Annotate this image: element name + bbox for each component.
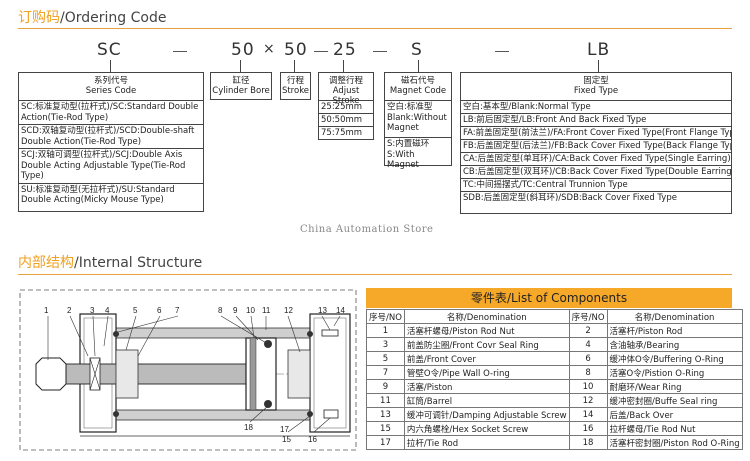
callout-17: 17 [280,425,289,434]
callout-8: 8 [218,306,223,315]
barrel-top [113,327,315,339]
pipe-wall-o-ring [113,411,119,417]
code-bore: 50 [231,40,255,60]
adjust-item: 25:25mm [319,100,373,113]
magnet-code-box: 磁石代号 Magnet Code 空白:标准型 Blank:Without Ma… [384,72,452,170]
fixed-item: SDB:后盖固定型(斜耳环)/SDB:Back Cover Fixed Type [461,191,731,204]
fixed-item: 空白:基本型/Blank:Normal Type [461,100,731,113]
buffer-body-front [115,349,139,399]
pipe-wall-o-ring [113,331,119,337]
piston-o-ring [264,400,272,408]
callout-1: 1 [44,306,49,315]
code-dash [314,51,328,52]
code-magnet: S [411,40,423,60]
cylinder-cross-section-diagram: 1 2 3 4 5 6 7 8 9 10 11 12 13 14 15 16 1… [19,289,357,451]
barrel-bottom [113,409,315,421]
connector [110,60,111,72]
code-dash [173,51,187,52]
series-item: SCD:双轴复动型(拉杆式)/SCD:Double-shaft Double A… [19,124,203,148]
magnet-item: S:内置磁环 S:With Magnet [385,137,451,172]
title-underline [18,28,732,29]
col-header-no: 序号/NO [568,309,608,324]
connector [418,60,419,72]
code-times: × [263,41,276,57]
callout-14: 14 [336,306,345,315]
buffer-body-back [287,349,311,399]
watermark: China Automation Store [300,224,434,235]
callout-leaders [47,315,341,433]
callout-15: 15 [282,435,291,444]
callout-3: 3 [90,306,95,315]
fixed-item: FA:前盖固定型(前法兰)/FA:Front Cover Fixed Type(… [461,126,731,138]
fixed-item: CB:后盖固定型(双耳环)/CB:Back Cover Fixed Type(D… [461,165,731,177]
table-header-row: 序号/NO 名称/Denomination 序号/NO 名称/Denominat… [366,309,743,324]
internal-structure-title: 内部结构/Internal Structure [18,255,203,271]
callout-4: 4 [105,306,110,315]
connector [240,60,241,72]
series-item: SCJ:双轴可调型(拉杆式)/SCJ:Double Axis Double Ac… [19,148,203,183]
code-stroke: 50 [284,40,308,60]
hex-screw [323,409,339,419]
callout-9: 9 [233,306,238,315]
magnet-item: 空白:标准型 Blank:Without Magnet [385,100,451,137]
series-item: SC:标准复动型(拉杆式)/SC:Standard Double Action(… [19,100,203,124]
series-code-box: 系列代号 Series Code SC:标准复动型(拉杆式)/SC:Standa… [18,72,204,212]
callout-7: 7 [175,306,180,315]
callout-2: 2 [67,306,72,315]
fixed-item: LB:前后固定型/LB:Front And Back Fixed Type [461,113,731,126]
code-adjust: 25 [333,40,357,60]
callout-10: 10 [246,306,255,315]
callout-5: 5 [133,306,138,315]
components-table: 序号/NO 名称/Denomination 序号/NO 名称/Denominat… [366,309,743,450]
fixed-item: FB:后盖固定型(后法兰)/FB:Back Cover Fixed Type(B… [461,139,731,151]
series-item: SU:标准复动型(无拉杆式)/SU:Standard Double Acting… [19,182,203,207]
connector [343,60,344,72]
code-fixed: LB [587,40,611,60]
callout-6: 6 [157,306,162,315]
fixed-item: TC:中间摇摆式/TC:Central Trunnion Type [461,178,731,191]
adjust-stroke-box: 调整行程 Adjust Stroke 25:25mm 50:50mm 75:75… [318,72,374,140]
connector [598,60,599,72]
col-header-no: 序号/NO [366,309,405,324]
callout-18: 18 [244,423,253,432]
code-series: SC [97,40,122,60]
code-dash [495,51,509,52]
pipe-wall-o-ring [307,411,313,417]
cylinder-bore-box: 缸径 Cylinder Bore [210,72,272,100]
callout-12: 12 [284,306,293,315]
callout-11: 11 [262,306,271,315]
back-cover-inner [313,317,347,429]
stroke-box: 行程 Stroke [280,72,311,100]
adjust-item: 75:75mm [319,126,373,139]
callout-13: 13 [318,306,327,315]
piston-rod-nut [35,357,67,391]
diagram-frame [19,289,357,451]
damping-screw [321,329,339,337]
callout-numbers: 1 2 3 4 5 6 7 8 9 10 11 12 13 14 15 16 1… [44,306,345,444]
fixed-type-box: 固定型 Fixed Type 空白:基本型/Blank:Normal Type … [460,72,732,214]
connector [294,60,295,72]
adjust-item: 50:50mm [319,113,373,126]
title-underline [18,274,732,275]
col-header-name: 名称/Denomination [606,309,743,324]
ordering-code-title: 订购码/Ordering Code [18,10,167,26]
components-title: 零件表/List of Components [366,288,732,308]
pipe-wall-o-ring [307,331,313,337]
code-dash [373,51,387,52]
wear-ring [249,337,257,411]
fixed-item: CA:后盖固定型(单耳环)/CA:Back Cover Fixed Type(S… [461,152,731,164]
col-header-name: 名称/Denomination [403,309,570,324]
callout-16: 16 [308,435,317,444]
